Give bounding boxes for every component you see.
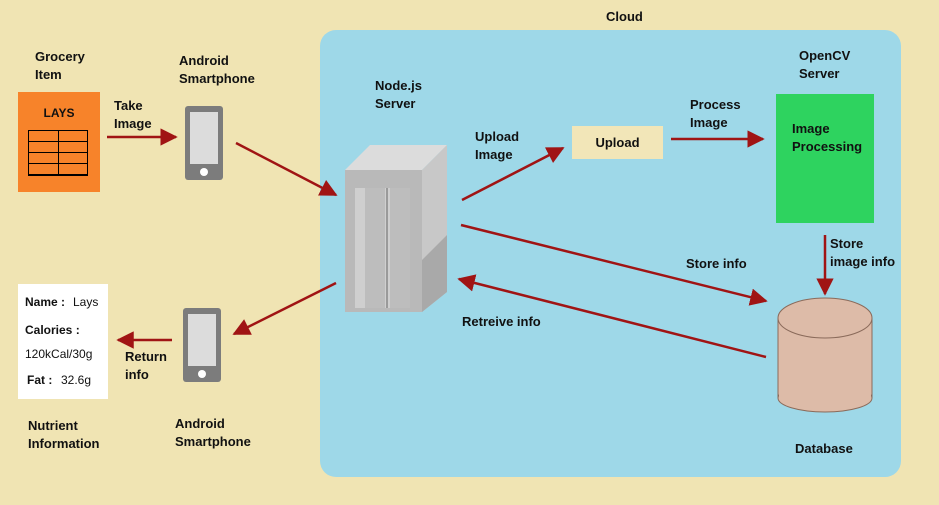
database-icon bbox=[777, 297, 873, 413]
nutrient-information-label: Nutrient Information bbox=[28, 418, 100, 451]
grocery-item-label: Grocery Item bbox=[35, 49, 85, 82]
nodejs-server-label: Node.js Server bbox=[375, 78, 422, 111]
nutrient-name-value: Lays bbox=[73, 295, 99, 309]
server-icon bbox=[345, 145, 447, 312]
nutrient-calories-value: 120kCal/30g bbox=[25, 347, 93, 361]
smartphone-top-icon bbox=[185, 106, 223, 180]
arrow-retrieve-info bbox=[457, 274, 767, 359]
database-label: Database bbox=[795, 441, 853, 456]
grocery-item-box: LAYS bbox=[18, 92, 100, 192]
arrow-store-info bbox=[460, 223, 768, 306]
opencv-server-label: OpenCV Server bbox=[799, 48, 851, 81]
nutrient-fat-value: 32.6g bbox=[61, 373, 92, 387]
nutrient-fat-label: Fat : bbox=[27, 373, 53, 387]
nutrient-calories-label: Calories : bbox=[25, 323, 80, 337]
android-bottom-label: Android Smartphone bbox=[175, 416, 251, 449]
grocery-item-name: LAYS bbox=[43, 106, 75, 120]
return-info-label: Return info bbox=[125, 349, 167, 382]
smartphone-bottom-icon bbox=[183, 308, 221, 382]
store-info-label: Store info bbox=[686, 256, 747, 271]
arrow-upload-image bbox=[461, 146, 565, 202]
cloud-label: Cloud bbox=[606, 9, 643, 24]
arrow-phone-to-server bbox=[235, 141, 338, 197]
grocery-table-icon bbox=[28, 130, 88, 176]
nutrient-name-label: Name : bbox=[25, 295, 66, 309]
arrow-server-to-phone bbox=[232, 281, 337, 336]
image-processing-box: Image Processing bbox=[776, 94, 874, 223]
take-image-label: Take Image bbox=[114, 98, 152, 131]
nutrient-card: Name : Lays Calories : 120kCal/30g Fat :… bbox=[18, 284, 108, 399]
upload-box: Upload bbox=[572, 126, 663, 159]
upload-image-label: Upload Image bbox=[475, 129, 520, 162]
android-top-label: Android Smartphone bbox=[179, 53, 255, 86]
image-processing-label: Image Processing bbox=[792, 121, 863, 154]
process-image-label: Process Image bbox=[690, 97, 741, 130]
store-image-info-label: Store image info bbox=[830, 236, 896, 269]
retrieve-info-label: Retreive info bbox=[462, 314, 541, 329]
